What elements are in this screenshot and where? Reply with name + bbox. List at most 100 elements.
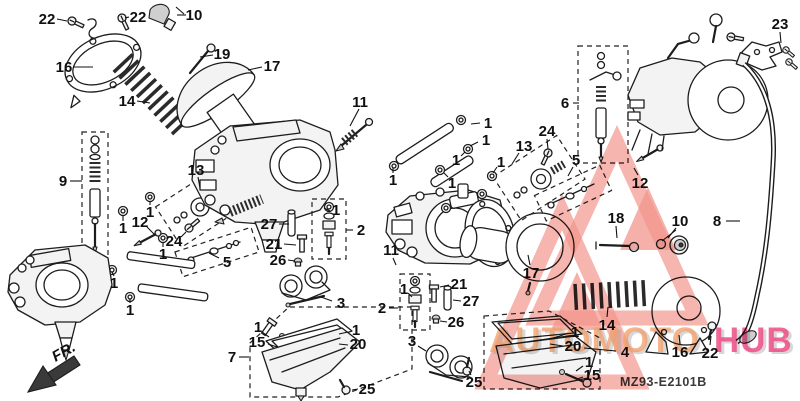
carburetor-body-4 <box>627 13 769 155</box>
watermark-triangle-solid-2 <box>551 272 603 330</box>
callout-23: 23 <box>772 16 789 33</box>
callout-1: 1 <box>389 172 397 189</box>
screw-25-left <box>338 378 351 395</box>
callout-1: 1 <box>585 354 593 371</box>
callout-20: 20 <box>565 338 582 355</box>
bolt-21-right <box>428 284 440 303</box>
callout-9: 9 <box>59 173 67 190</box>
callout-leader-1 <box>469 141 479 147</box>
callout-leader-23 <box>779 31 782 44</box>
valve-set-2-left-box <box>311 198 347 260</box>
callout-10: 10 <box>186 7 203 24</box>
callout-1: 1 <box>119 220 127 237</box>
callout-leader-11 <box>392 257 397 266</box>
callout-8: 8 <box>713 213 721 230</box>
callout-1: 1 <box>482 132 490 149</box>
callout-1: 1 <box>484 115 492 132</box>
fuel-tube-left-upper <box>126 251 196 270</box>
callout-leader-25 <box>468 370 472 376</box>
callout-leader-5 <box>567 166 574 177</box>
float-set-3-left <box>279 265 331 308</box>
callout-1: 1 <box>332 202 340 219</box>
callout-leader-14 <box>136 100 151 104</box>
callout-leader-17 <box>527 254 531 266</box>
callout-22: 22 <box>702 345 719 362</box>
callout-leader-1 <box>549 333 567 340</box>
callout-leader-19 <box>199 54 214 58</box>
nut-26-left <box>293 257 303 267</box>
callout-10: 10 <box>672 213 689 230</box>
callout-1: 1 <box>400 281 408 298</box>
fuel-tube-b <box>430 155 474 188</box>
callout-1: 1 <box>110 275 118 292</box>
callout-14: 14 <box>119 93 136 110</box>
callout-5: 5 <box>223 254 231 271</box>
callout-26: 26 <box>448 314 465 331</box>
callout-1: 1 <box>254 319 262 336</box>
needle-screw-11-top <box>335 117 374 152</box>
fuel-tube-a <box>395 122 454 165</box>
callout-16: 16 <box>672 344 689 361</box>
callout-17: 17 <box>264 58 281 75</box>
callout-leader-21 <box>283 243 297 246</box>
callout-leader-11 <box>349 108 360 127</box>
callout-15: 15 <box>249 334 266 351</box>
tube-27-left <box>287 209 296 237</box>
callout-leader-26 <box>287 259 296 262</box>
jet-needle-set-9-box <box>81 131 109 257</box>
callout-leader-4 <box>583 347 617 352</box>
callout-20: 20 <box>350 336 367 353</box>
callout-1: 1 <box>126 302 134 319</box>
callout-leader-16 <box>678 334 681 345</box>
oring-1-a <box>144 191 156 203</box>
callout-1: 1 <box>571 324 579 341</box>
callout-3: 3 <box>337 295 345 312</box>
watermark-part2: HUB <box>714 321 793 360</box>
callout-11: 11 <box>352 94 368 111</box>
carburetor-body-2 <box>191 119 339 253</box>
bolt-21-left <box>296 234 308 253</box>
spring-14-left <box>112 53 196 139</box>
callout-leader-1 <box>460 151 466 157</box>
callout-leader-1 <box>492 166 498 174</box>
callout-1: 1 <box>452 152 460 169</box>
callout-1: 1 <box>448 175 456 192</box>
callout-13: 13 <box>188 162 205 179</box>
callout-11: 11 <box>383 242 399 259</box>
callout-leader-22 <box>709 335 712 346</box>
callout-21: 21 <box>451 276 468 293</box>
callout-24: 24 <box>166 233 183 250</box>
callout-leader-12 <box>146 226 156 236</box>
callout-2: 2 <box>378 300 386 317</box>
callout-leader-1 <box>443 172 449 178</box>
fuel-tube-left-lower <box>137 283 209 302</box>
callout-leader-1 <box>407 292 413 298</box>
callout-12: 12 <box>132 214 149 231</box>
bracket-23 <box>741 41 800 72</box>
callout-1: 1 <box>352 322 360 339</box>
callout-leader-18 <box>615 225 618 239</box>
callout-leader-22 <box>124 16 130 19</box>
callout-leader-5 <box>208 252 220 259</box>
screw-25-right <box>462 356 472 376</box>
callout-19: 19 <box>214 46 231 63</box>
spring-14-right <box>573 280 647 310</box>
float-chamber-set-7-box <box>249 306 413 401</box>
nut-26-right <box>431 314 441 324</box>
callout-leader-24 <box>180 231 187 238</box>
callout-1: 1 <box>497 154 505 171</box>
callout-leader-1 <box>470 122 481 125</box>
callout-22: 22 <box>130 9 147 26</box>
oring-1-h <box>434 164 446 176</box>
callout-leader-1 <box>338 331 349 335</box>
callout-leader-1 <box>323 207 331 212</box>
callout-leader-13 <box>197 176 201 189</box>
callout-leader-13 <box>511 152 520 165</box>
screw-22-bottomright <box>707 321 717 341</box>
screw-22-topleft-a <box>66 15 86 31</box>
callout-leader-21 <box>439 284 450 288</box>
